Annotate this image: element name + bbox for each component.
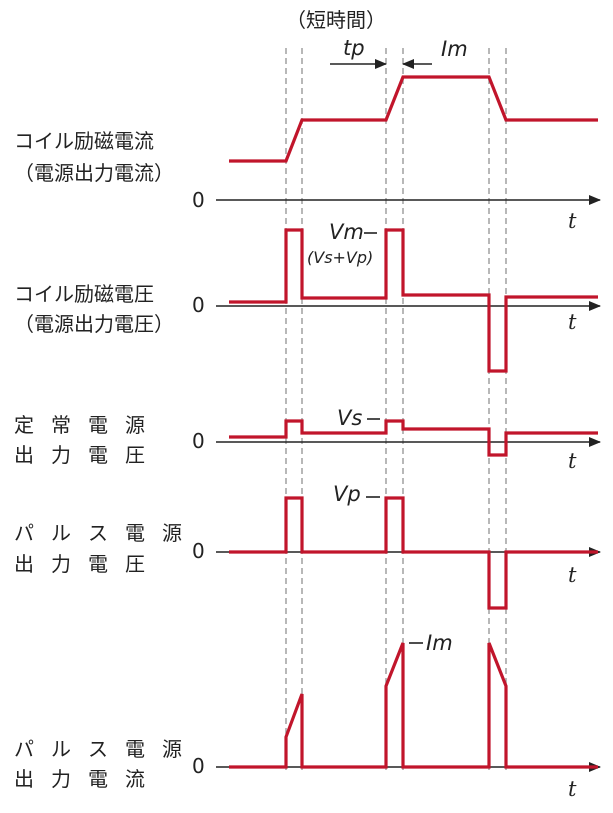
vp-label: Vp <box>333 482 361 506</box>
panel-label-line1: コイル励磁電圧 <box>14 282 154 306</box>
zero-label: 0 <box>192 293 205 317</box>
panel-pulse-current: パルス電源 出力電流 0 t Im <box>14 631 601 801</box>
coil-current-waveform <box>229 75 598 163</box>
vm-label: Vm <box>329 220 364 244</box>
tp-label: tp <box>343 36 365 60</box>
vs-label: Vs <box>337 406 362 430</box>
vs-plus-vp-label: (Vs+Vp) <box>307 248 373 267</box>
panel-label-line1: 定常電源 <box>14 413 162 437</box>
panel-label-line1: パルス電源 <box>14 737 199 761</box>
t-axis-label: t <box>568 209 577 233</box>
im-peak-label: Im <box>426 631 453 655</box>
zero-label: 0 <box>192 539 205 563</box>
zero-label: 0 <box>192 188 205 212</box>
tp-annotation: tp Im <box>330 36 468 69</box>
panel-coil-current: コイル励磁電流 （電源出力電流） 0 t <box>14 75 601 233</box>
zero-label: 0 <box>192 754 205 778</box>
panel-label-line2: 出力電圧 <box>14 552 162 576</box>
coil-voltage-waveform <box>229 228 598 373</box>
pulse-current-waveform <box>229 642 598 769</box>
panel-label-line1: コイル励磁電流 <box>14 129 154 153</box>
short-time-label: （短時間） <box>286 8 386 32</box>
panel-label-line2: （電源出力電流） <box>14 161 174 185</box>
im-label: Im <box>441 37 468 61</box>
panel-label-line1: パルス電源 <box>14 521 199 545</box>
t-axis-label: t <box>568 563 577 587</box>
guide-lines <box>285 48 507 770</box>
panel-pulse-voltage: パルス電源 出力電圧 0 t Vp <box>14 482 601 610</box>
zero-label: 0 <box>192 429 205 453</box>
panel-label-line2: （電源出力電圧） <box>14 312 174 336</box>
panel-steady-voltage: 定常電源 出力電圧 0 t Vs <box>14 406 601 473</box>
t-axis-label: t <box>568 449 577 473</box>
panel-coil-voltage: コイル励磁電圧 （電源出力電圧） 0 t Vm (Vs+Vp) <box>14 220 601 373</box>
panel-label-line2: 出力電流 <box>14 767 162 791</box>
pulse-voltage-waveform <box>229 496 598 610</box>
t-axis-label: t <box>568 310 577 334</box>
steady-voltage-waveform <box>229 419 598 457</box>
panel-label-line2: 出力電圧 <box>14 443 162 467</box>
t-axis-label: t <box>568 777 577 801</box>
